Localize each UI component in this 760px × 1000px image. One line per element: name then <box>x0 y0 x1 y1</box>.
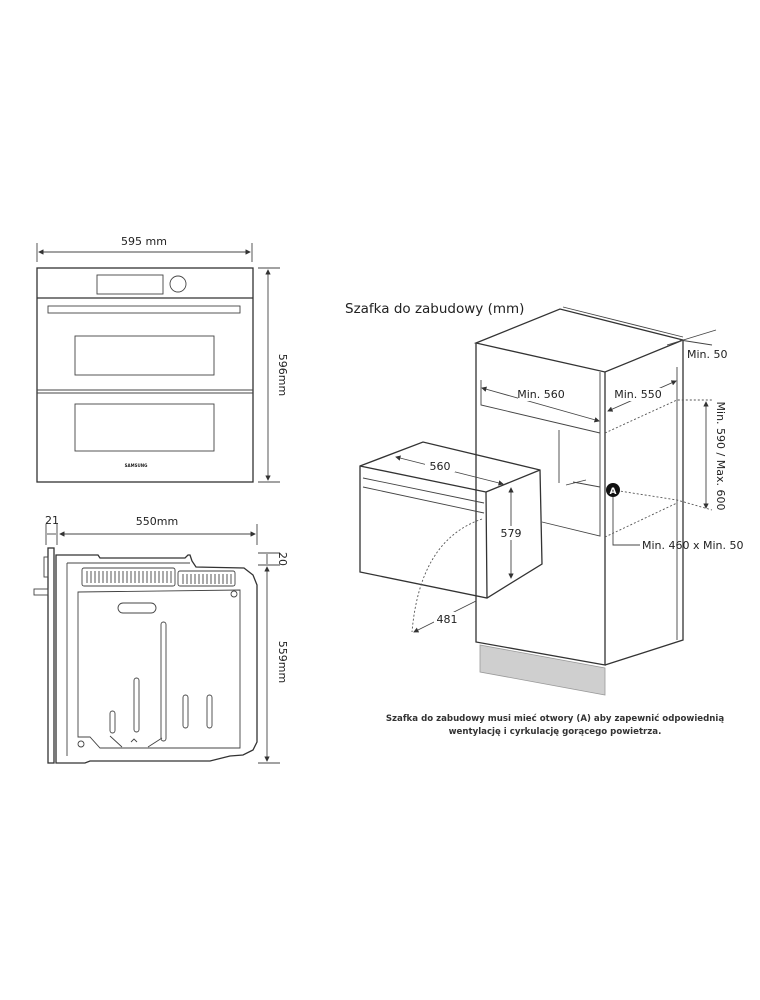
body-inner-line <box>66 562 190 756</box>
top-gap-label: 20 <box>276 552 289 566</box>
brand-logo: SAMSUNG <box>125 463 148 468</box>
side-screw <box>77 740 85 748</box>
vent-leader-line <box>612 497 640 546</box>
min-width-dimension <box>481 386 600 423</box>
side-panel <box>77 589 241 749</box>
side-oval-hole <box>117 602 157 614</box>
vent-dotted-lines <box>604 399 713 538</box>
min-depth-label: Min. 550 <box>614 388 662 401</box>
depth-label: 550mm <box>136 515 178 528</box>
label-bg <box>434 612 460 626</box>
height-range-label: Min. 590 / Max. 600 <box>714 402 727 511</box>
door-thickness-label: 21 <box>45 514 59 527</box>
cabinet-front <box>475 343 606 666</box>
oven-height-label: 579 <box>501 527 522 540</box>
front-view: 595 mm SAMSUNG 596mm <box>36 235 289 483</box>
caption-line-1: Szafka do zabudowy musi mieć otwory (A) … <box>386 713 725 724</box>
door-swing-arc <box>411 518 483 633</box>
min-back-gap-label: Min. 50 <box>687 348 728 361</box>
label-bg <box>498 526 524 540</box>
cabinet-side <box>604 340 684 666</box>
cabinet-niche <box>480 372 601 537</box>
niche-vent <box>565 479 601 488</box>
oven-knob <box>169 275 187 293</box>
knob-side <box>33 588 49 596</box>
back-gap-dimension <box>562 306 717 346</box>
vent-size-label: Min. 460 x Min. 50 <box>642 539 744 552</box>
oven-front-outline <box>36 267 254 483</box>
upper-window <box>74 335 215 376</box>
caption-line-2: wentylację i cyrkulację gorącego powietr… <box>449 727 662 737</box>
vent-marker-a <box>606 483 620 497</box>
cabinet-title: Szafka do zabudowy (mm) <box>345 301 524 317</box>
vent-slots <box>81 567 236 587</box>
door-handle <box>47 305 241 314</box>
front-width-label: 595 mm <box>121 235 167 248</box>
side-view: 21 550mm 20 559m <box>33 514 289 764</box>
oven-display <box>96 274 164 295</box>
front-height-label: 596mm <box>276 354 289 396</box>
side-height-label: 559mm <box>276 641 289 683</box>
side-screw <box>230 590 238 598</box>
cabinet-plinth <box>479 644 606 696</box>
label-bg <box>425 458 455 472</box>
oven-body-side <box>55 554 258 764</box>
lower-window <box>74 403 215 452</box>
cabinet-top <box>473 308 686 373</box>
door-hinge <box>43 556 49 578</box>
label-bg <box>518 388 564 401</box>
min-width-label: Min. 560 <box>517 388 565 401</box>
oven-width-label: 560 <box>430 460 451 473</box>
vent-marker-label: A <box>610 487 617 497</box>
label-bg <box>615 388 661 401</box>
oven-box <box>359 441 543 599</box>
oven-door-lines <box>362 477 485 514</box>
cabinet-view: Szafka do zabudowy (mm) 560 579 481 Min.… <box>345 301 744 737</box>
side-slots <box>109 621 213 748</box>
oven-door-side <box>47 547 55 764</box>
door-depth-label: 481 <box>437 613 458 626</box>
